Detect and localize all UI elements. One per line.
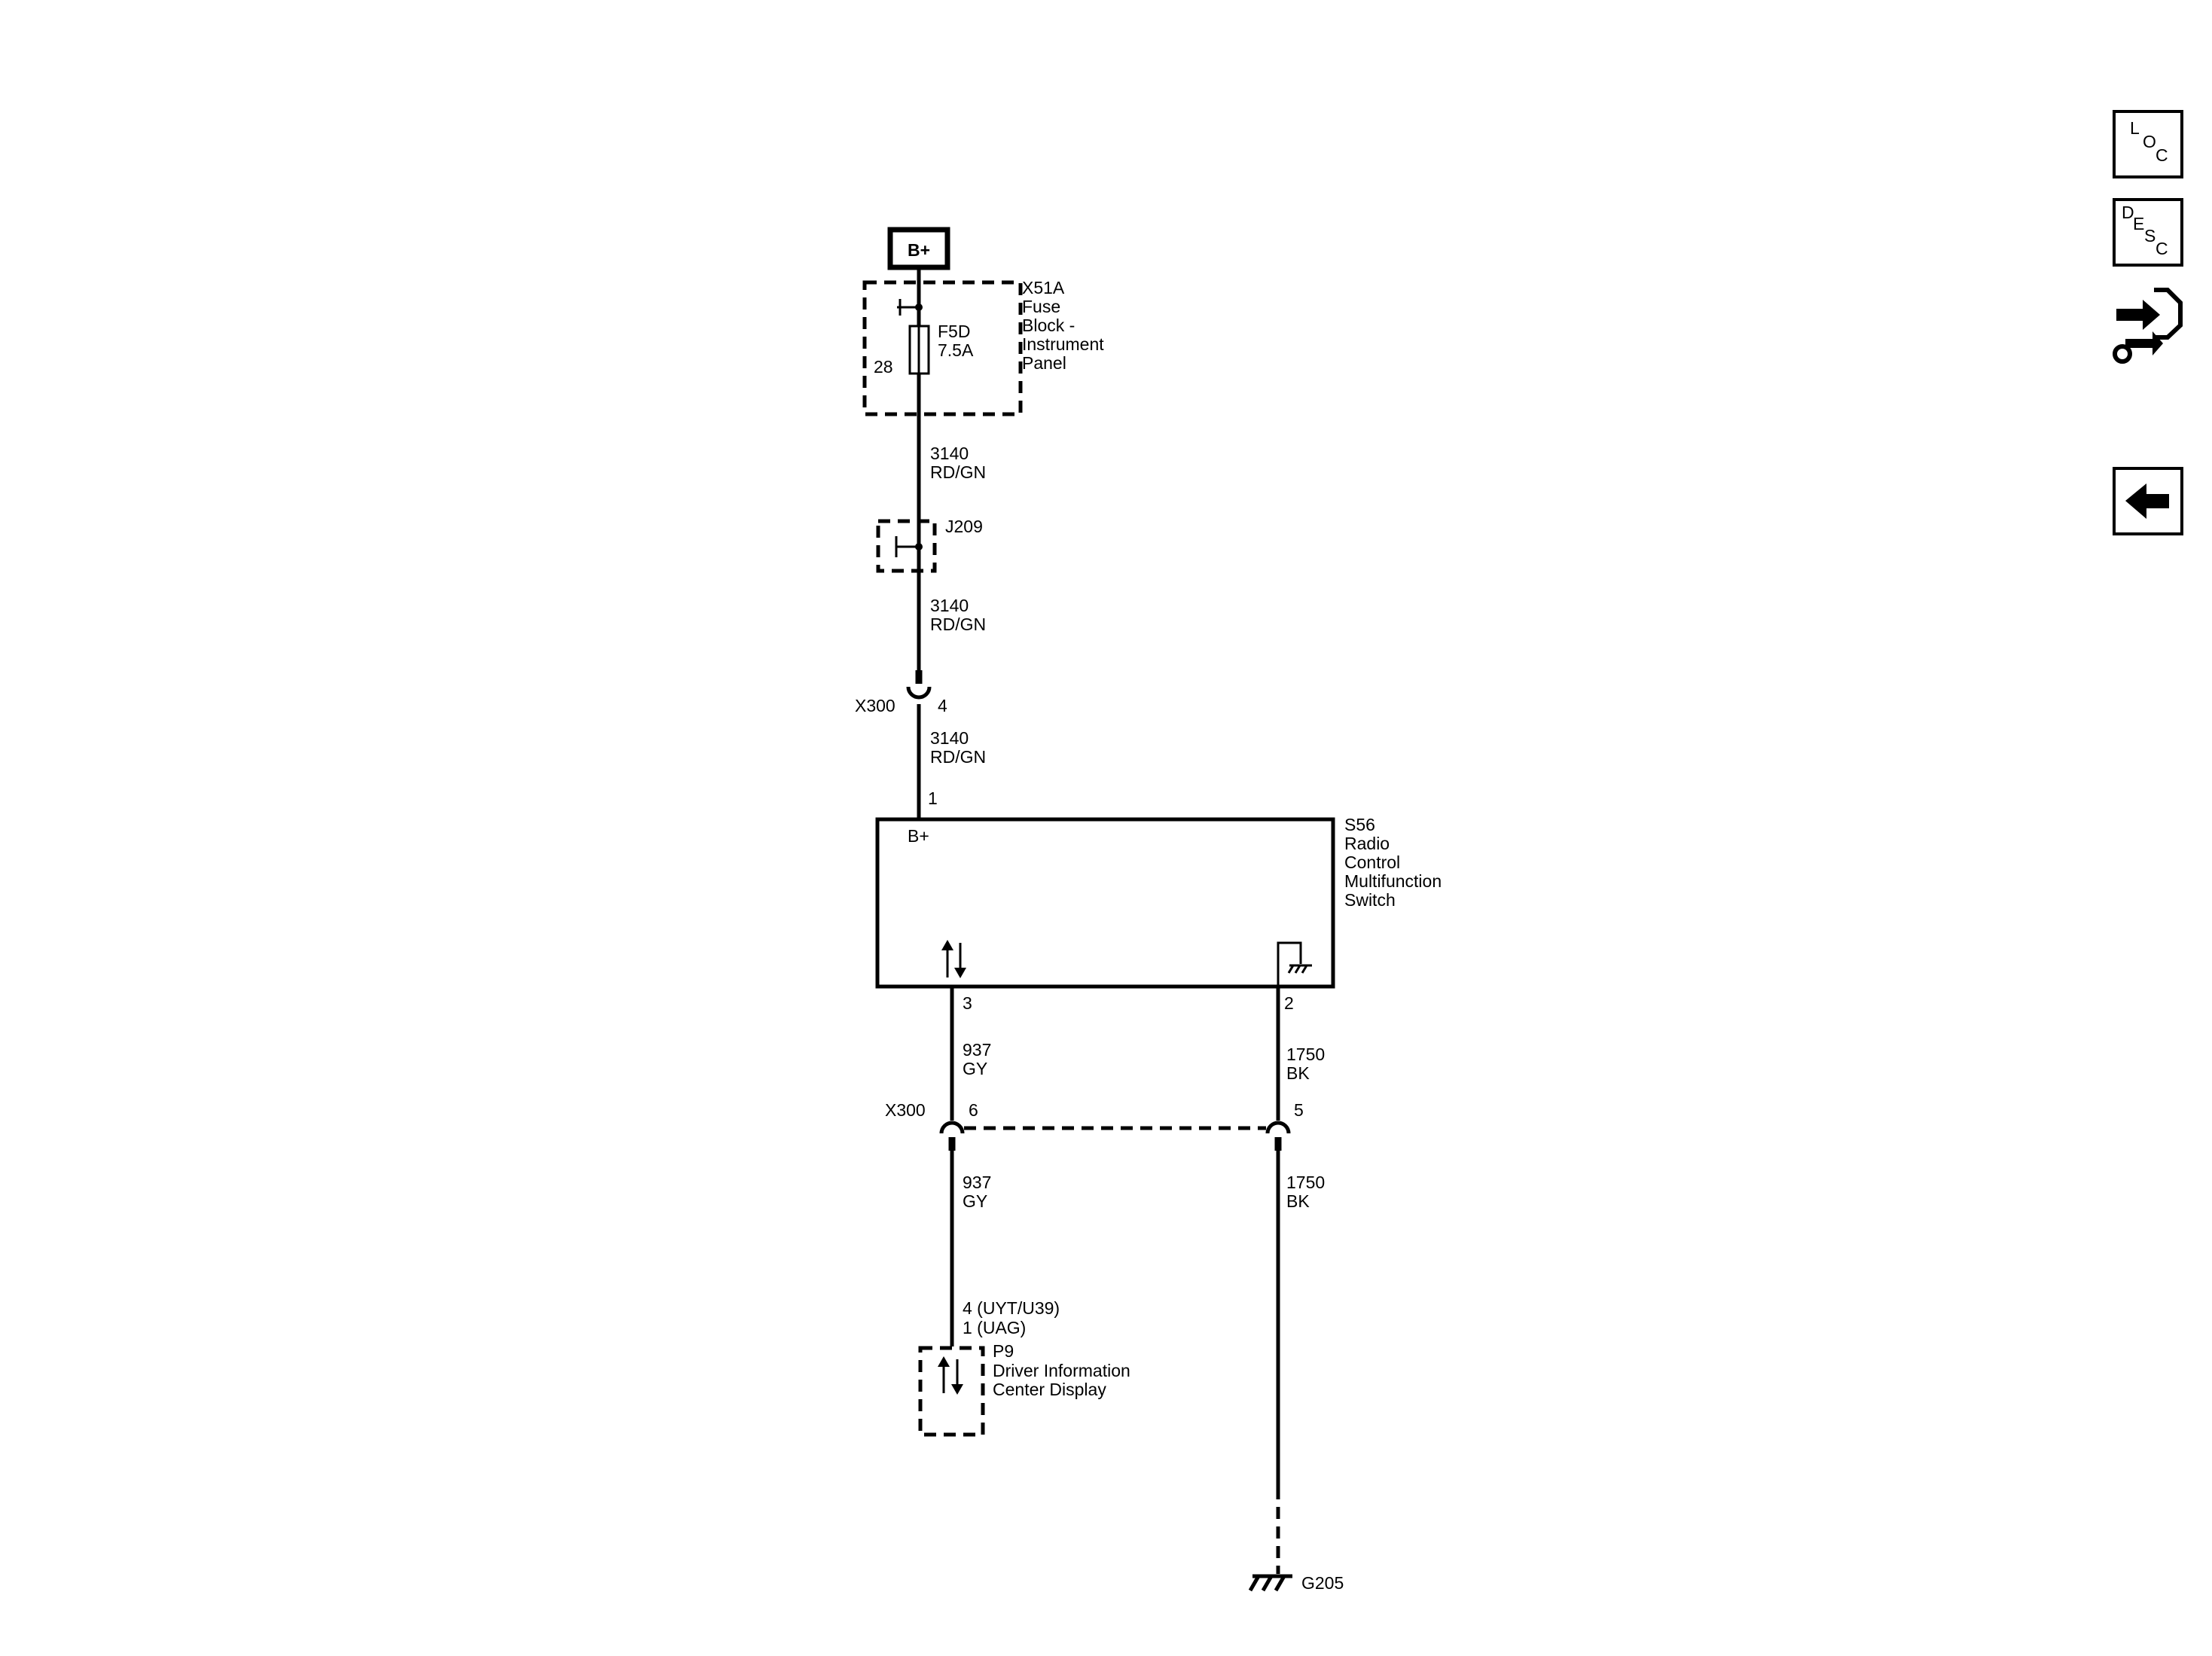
connector-x300-top: X300 4 [855, 670, 947, 715]
fuse-block-name-4: Panel [1022, 353, 1066, 373]
switch-name-1: Radio [1344, 834, 1390, 853]
battery-power-source: B+ [887, 227, 950, 270]
switch-name-4: Switch [1344, 890, 1396, 910]
back-button[interactable] [2113, 467, 2183, 535]
radio-control-switch: B+ S56 Radio Control Multifunction Switc… [875, 815, 1442, 989]
splice-id: J209 [945, 517, 983, 536]
desc-letter-1: D [2122, 203, 2134, 222]
connector-bottom-pin-left: 6 [969, 1100, 978, 1120]
desc-letter-3: S [2144, 226, 2156, 246]
switch-pin-signal: 3 [963, 993, 972, 1013]
wire3-circuit: 3140 [930, 728, 969, 748]
connector-x300-bottom: X300 6 5 [885, 1100, 1304, 1151]
ground-g205: G205 [1248, 1573, 1344, 1593]
splice-j209: J209 [876, 517, 983, 573]
wire5-color: BK [1286, 1063, 1310, 1083]
connector-repair-button[interactable] [2113, 288, 2183, 364]
wire7-circuit: 1750 [1286, 1173, 1325, 1192]
wire2-circuit: 3140 [930, 596, 969, 615]
display-id: P9 [993, 1341, 1014, 1361]
switch-id: S56 [1344, 815, 1375, 834]
display-name-2: Center Display [993, 1380, 1106, 1399]
connector-top-pin: 4 [938, 696, 947, 715]
wire1-color: RD/GN [930, 462, 986, 482]
loc-letter-2: O [2143, 132, 2156, 151]
switch-name-2: Control [1344, 852, 1400, 872]
fuse-block: X51A Fuse Block - Instrument Panel F5D 7… [862, 278, 1104, 416]
wire2-color: RD/GN [930, 615, 986, 634]
fuse-rating: 7.5A [938, 340, 974, 360]
desc-button[interactable]: D E S C [2113, 198, 2183, 267]
switch-pin-power: 1 [928, 788, 938, 808]
wire1-circuit: 3140 [930, 444, 969, 463]
wire7-color: BK [1286, 1191, 1310, 1211]
bidirectional-arrow-icon [941, 940, 966, 978]
wire4-color: GY [963, 1059, 987, 1078]
display-name-1: Driver Information [993, 1361, 1130, 1380]
driver-information-display: 4 (UYT/U39) 1 (UAG) P9 Driver Informatio… [918, 1298, 1130, 1437]
back-arrow-icon [2125, 483, 2169, 519]
wire4-circuit: 937 [963, 1040, 991, 1060]
fuse-block-name-1: Fuse [1022, 297, 1060, 316]
loc-letter-3: C [2156, 145, 2168, 165]
internal-ground-icon [1277, 941, 1312, 987]
wire3-color: RD/GN [930, 747, 986, 767]
fuse-block-id: X51A [1022, 278, 1065, 297]
switch-pin-ground: 2 [1284, 993, 1294, 1013]
desc-letter-4: C [2156, 239, 2168, 258]
desc-icon: D E S C [2122, 203, 2168, 258]
connector-bottom-pin-right: 5 [1294, 1100, 1304, 1120]
fuse-id: F5D [938, 322, 970, 341]
wire6-circuit: 937 [963, 1173, 991, 1192]
ground-id: G205 [1301, 1573, 1344, 1593]
desc-letter-2: E [2133, 214, 2144, 233]
loc-button[interactable]: L O C [2113, 110, 2183, 178]
loc-letter-1: L [2130, 118, 2140, 138]
connector-repair-icon [2113, 288, 2183, 364]
connector-top-id: X300 [855, 696, 895, 715]
display-pin-line1: 4 (UYT/U39) [963, 1298, 1060, 1318]
connector-bottom-id: X300 [885, 1100, 926, 1120]
display-pin-line2: 1 (UAG) [963, 1318, 1026, 1337]
loc-icon: L O C [2130, 118, 2168, 165]
fuse-block-name-3: Instrument [1022, 334, 1104, 354]
fuse-block-name-2: Block - [1022, 316, 1075, 335]
switch-b-plus: B+ [908, 826, 929, 846]
bidirectional-arrow-icon [938, 1356, 963, 1395]
switch-name-3: Multifunction [1344, 871, 1442, 891]
fuse-block-pin: 28 [874, 357, 893, 377]
wire6-color: GY [963, 1191, 987, 1211]
power-label: B+ [908, 240, 930, 260]
wire5-circuit: 1750 [1286, 1045, 1325, 1064]
